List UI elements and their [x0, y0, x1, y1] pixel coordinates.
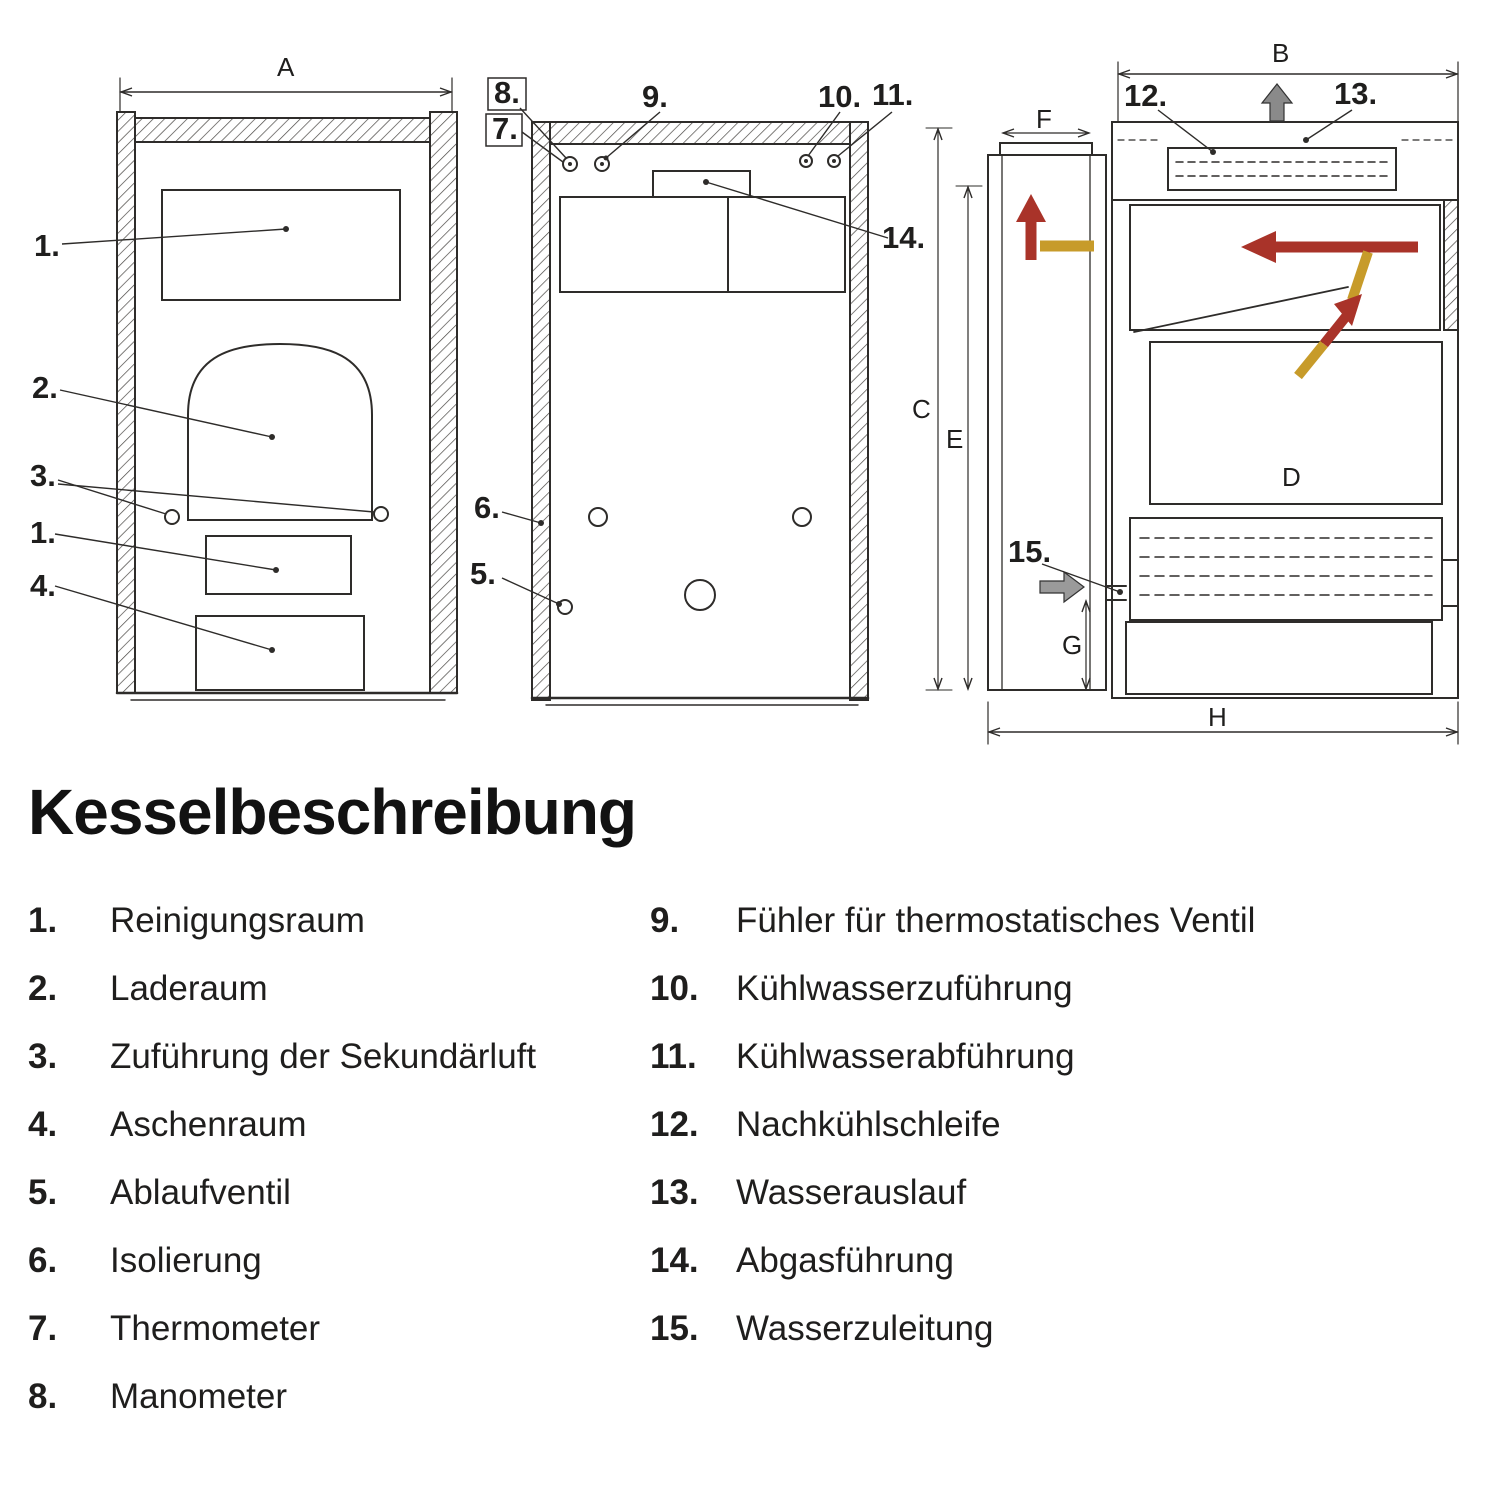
callout-1b: 1.	[30, 515, 56, 550]
legend-item-label: Laderaum	[110, 969, 268, 1008]
legend-item-label: Wasserzuleitung	[736, 1309, 994, 1348]
legend-item-label: Abgasführung	[736, 1241, 954, 1280]
legend-item-number: 1.	[28, 901, 58, 940]
dim-label-c: C	[912, 394, 931, 424]
legend-item-number: 6.	[28, 1241, 58, 1280]
flow-diagonal-arrow-icon	[1334, 294, 1362, 326]
legend-item-number: 11.	[650, 1037, 697, 1076]
legend-item-label: Kühlwasserzuführung	[736, 969, 1073, 1008]
exhaust-up-arrow-icon	[1260, 83, 1294, 122]
legend-column-right: 9. Fühler für thermostatisches Ventil 10…	[650, 901, 1500, 1445]
legend-item-number: 8.	[28, 1377, 58, 1416]
legend-item: 8. Manometer	[28, 1377, 650, 1417]
water-inlet-arrow-icon	[1039, 570, 1085, 604]
legend-item-number: 5.	[28, 1173, 58, 1212]
legend-item: 13. Wasserauslauf	[650, 1173, 1500, 1213]
legend-item-label: Aschenraum	[110, 1105, 307, 1144]
callout-2: 2.	[32, 370, 58, 405]
legend-item-label: Zuführung der Sekundärluft	[110, 1037, 537, 1076]
legend-item-number: 14.	[650, 1241, 699, 1280]
legend-item-number: 9.	[650, 901, 680, 940]
callout-1a: 1.	[34, 228, 60, 263]
dim-label-g: G	[1062, 630, 1082, 660]
legend-item-number: 7.	[28, 1309, 58, 1348]
dim-label-b: B	[1272, 38, 1289, 68]
legend-item-label: Thermometer	[110, 1309, 321, 1348]
legend-item: 4. Aschenraum	[28, 1105, 650, 1145]
legend-item-number: 15.	[650, 1309, 699, 1348]
legend-column-left: 1. Reinigungsraum 2. Laderaum 3. Zuführu…	[28, 901, 650, 1445]
legend-item-number: 3.	[28, 1037, 58, 1076]
callout-5: 5.	[470, 556, 496, 591]
left-view-leader-lines	[54, 226, 375, 653]
water-flow-arrows	[1016, 83, 1418, 604]
callout-11: 11.	[872, 77, 913, 112]
callout-14: 14.	[882, 220, 925, 255]
legend-item: 1. Reinigungsraum	[28, 901, 650, 941]
legend-item-label: Wasserauslauf	[736, 1173, 967, 1212]
legend-item-number: 10.	[650, 969, 699, 1008]
legend-item: 5. Ablaufventil	[28, 1173, 650, 1213]
legend-item-label: Isolierung	[110, 1241, 262, 1280]
right-view-leader-lines	[1041, 109, 1353, 595]
legend-item-label: Fühler für thermostatisches Ventil	[736, 901, 1256, 940]
callout-12: 12.	[1124, 78, 1167, 113]
callout-3: 3.	[30, 458, 56, 493]
legend-item-number: 2.	[28, 969, 58, 1008]
callout-4: 4.	[30, 568, 56, 603]
dim-label-h: H	[1208, 702, 1227, 732]
callout-10: 10.	[818, 79, 861, 114]
legend-item: 9. Fühler für thermostatisches Ventil	[650, 901, 1500, 941]
legend-item: 2. Laderaum	[28, 969, 650, 1009]
legend-item: 6. Isolierung	[28, 1241, 650, 1281]
flow-up-arrow-icon	[1016, 194, 1046, 222]
dim-label-a: A	[277, 52, 295, 82]
legend-item-label: Manometer	[110, 1377, 288, 1416]
right-view	[925, 61, 1459, 745]
legend-item: 14. Abgasführung	[650, 1241, 1500, 1281]
callout-7: 7.	[492, 111, 518, 146]
callout-13: 13.	[1334, 76, 1377, 111]
legend-item: 10. Kühlwasserzuführung	[650, 969, 1500, 1009]
middle-view	[530, 121, 870, 706]
legend-item: 12. Nachkühlschleife	[650, 1105, 1500, 1145]
boiler-technical-drawing: A 1. 2. 3. 1. 4.	[30, 38, 1459, 745]
page-title: Kesselbeschreibung	[28, 776, 637, 848]
dim-label-d: D	[1282, 462, 1301, 492]
callout-6: 6.	[474, 490, 500, 525]
legend-item: 3. Zuführung der Sekundärluft	[28, 1037, 650, 1077]
left-view	[115, 77, 459, 701]
legend-item: 7. Thermometer	[28, 1309, 650, 1349]
callout-8: 8.	[494, 75, 520, 110]
legend-item-label: Kühlwasserabführung	[736, 1037, 1075, 1076]
legend-item-label: Ablaufventil	[110, 1173, 291, 1212]
legend-item-label: Reinigungsraum	[110, 901, 365, 940]
legend-item: 15. Wasserzuleitung	[650, 1309, 1500, 1349]
flow-left-arrow-icon	[1241, 231, 1276, 263]
legend-item-label: Nachkühlschleife	[736, 1105, 1001, 1144]
legend: 1. Reinigungsraum 2. Laderaum 3. Zuführu…	[28, 901, 1500, 1445]
dim-label-f: F	[1036, 104, 1052, 134]
callout-9: 9.	[642, 79, 668, 114]
dim-label-e: E	[946, 424, 963, 454]
legend-item-number: 13.	[650, 1173, 699, 1212]
legend-item-number: 4.	[28, 1105, 58, 1144]
callout-15: 15.	[1008, 534, 1051, 569]
legend-item: 11. Kühlwasserabführung	[650, 1037, 1500, 1077]
legend-item-number: 12.	[650, 1105, 699, 1144]
middle-view-leader-lines	[485, 77, 893, 607]
